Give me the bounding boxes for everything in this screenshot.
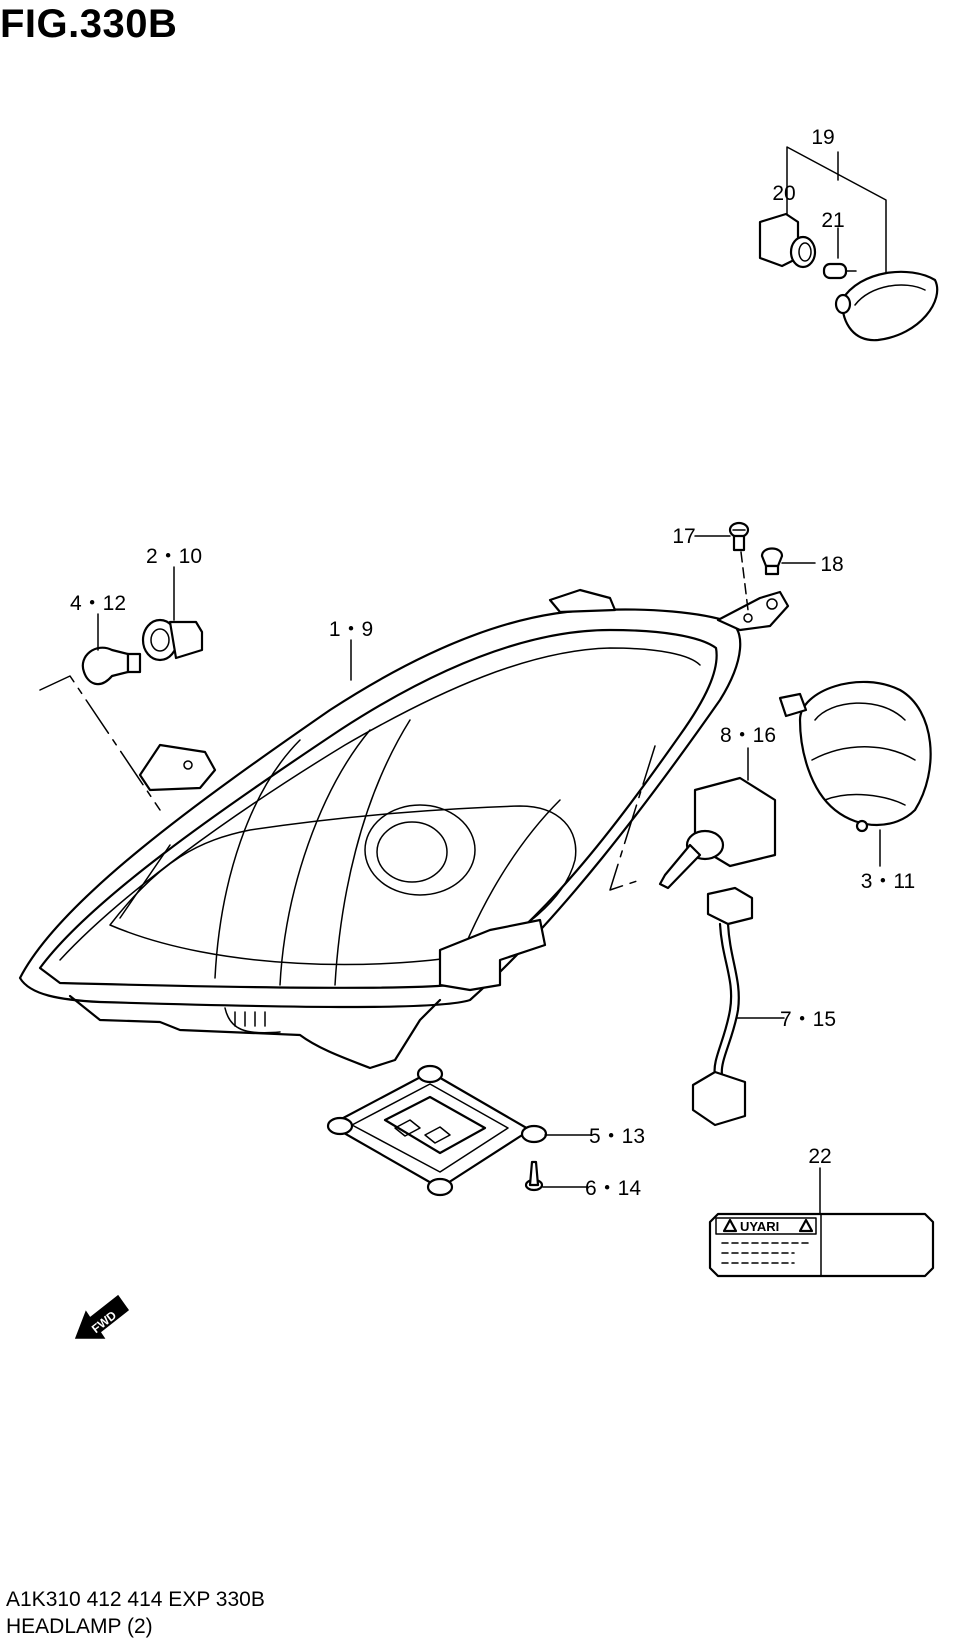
ballast-unit: 5・13 bbox=[326, 1064, 645, 1197]
footer-model-code: A1K310 412 414 EXP 330B bbox=[6, 1588, 265, 1611]
figure-title: FIG.330B bbox=[0, 2, 178, 46]
turn-bulb-and-socket: 4・12 2・10 bbox=[70, 545, 204, 686]
callout-6-14: 6・14 bbox=[585, 1177, 641, 1200]
rear-cover-cap: 3・11 bbox=[778, 680, 932, 893]
marker-lens bbox=[834, 270, 939, 342]
marker-bulb bbox=[822, 262, 857, 280]
clip-18 bbox=[760, 547, 784, 576]
footer-diagram-name: HEADLAMP (2) bbox=[6, 1615, 153, 1638]
hid-bulb: 8・16 bbox=[658, 724, 777, 890]
callout-20: 20 bbox=[772, 182, 795, 205]
callout-5-13: 5・13 bbox=[589, 1125, 645, 1148]
headlamp-housing: 1・9 bbox=[18, 588, 790, 1070]
callout-18: 18 bbox=[820, 553, 843, 576]
screw-17 bbox=[728, 521, 750, 552]
warning-label: 22 UYARI bbox=[708, 1145, 935, 1278]
callout-19: 19 bbox=[811, 126, 834, 149]
callout-2-10: 2・10 bbox=[146, 545, 202, 568]
callout-3-11: 3・11 bbox=[861, 870, 915, 893]
callout-17: 17 bbox=[672, 525, 695, 548]
callout-7-15: 7・15 bbox=[780, 1008, 836, 1031]
marker-socket bbox=[758, 212, 817, 269]
callout-4-12: 4・12 bbox=[70, 592, 126, 615]
igniter-harness: 7・15 bbox=[691, 886, 836, 1127]
turn-socket bbox=[141, 618, 204, 662]
callout-1-9: 1・9 bbox=[329, 618, 373, 641]
turn-bulb bbox=[81, 646, 142, 686]
side-marker-lamp-group: 19 20 21 bbox=[758, 126, 939, 342]
ballast-screw: 6・14 bbox=[524, 1160, 641, 1200]
screw-and-clip: 17 18 bbox=[672, 521, 844, 611]
fwd-arrow-icon: FWD bbox=[74, 1294, 130, 1339]
callout-8-16: 8・16 bbox=[720, 724, 776, 747]
callout-21: 21 bbox=[821, 209, 844, 232]
label-heading: UYARI bbox=[740, 1219, 779, 1234]
callout-22: 22 bbox=[808, 1145, 831, 1168]
